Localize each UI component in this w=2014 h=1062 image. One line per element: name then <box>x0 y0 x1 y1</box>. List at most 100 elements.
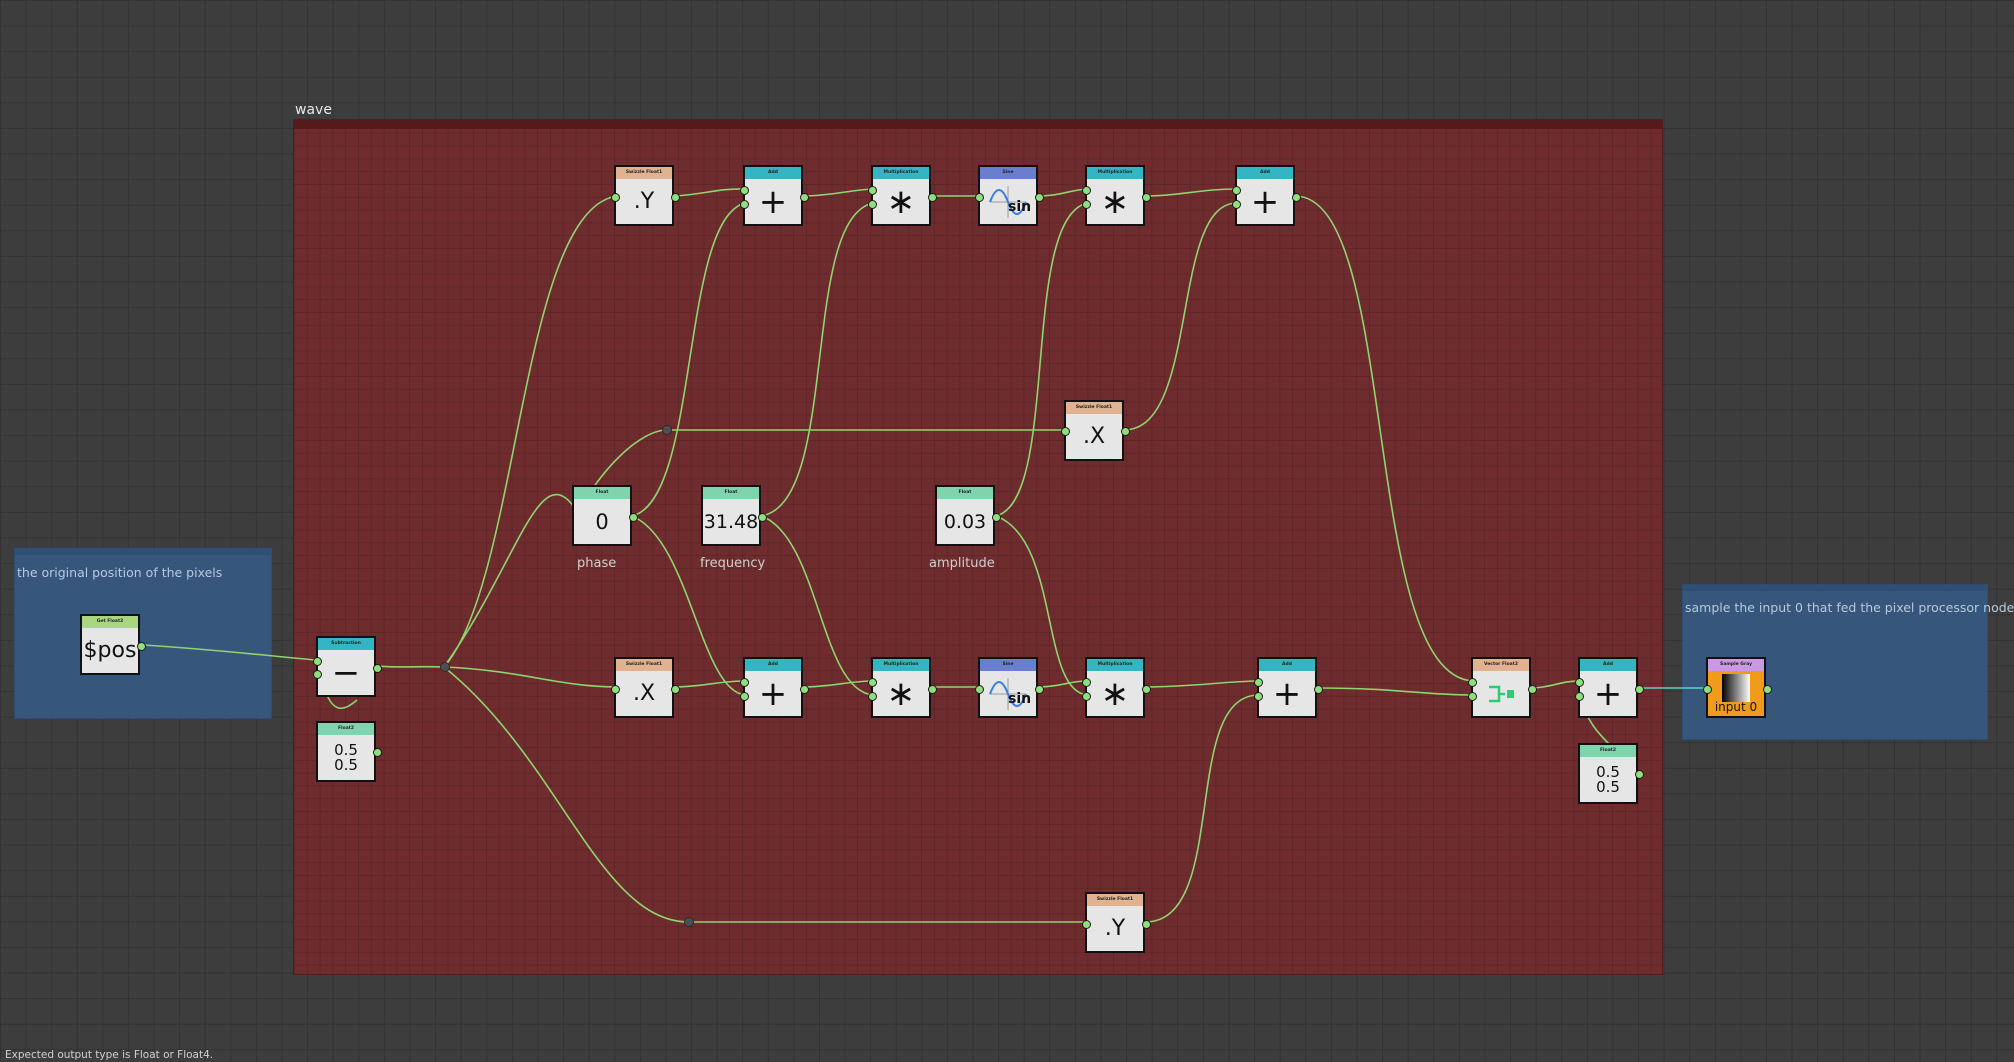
multiply-symbol: ∗ <box>886 181 916 222</box>
output-port[interactable] <box>928 193 937 202</box>
amplitude-label: amplitude <box>929 556 995 571</box>
add-node[interactable]: Add + <box>1575 657 1644 718</box>
frequency-label: frequency <box>700 556 766 571</box>
swizzle-x-node[interactable]: Swizzle Float1 .X <box>1061 400 1130 461</box>
input-port[interactable] <box>1082 678 1091 687</box>
wire <box>802 680 874 688</box>
output-port[interactable] <box>1635 770 1644 779</box>
phase-float-node[interactable]: Float 0 <box>572 485 638 546</box>
frame-title[interactable]: wave <box>295 102 332 118</box>
swizzle-y-node[interactable]: Swizzle Float1 .Y <box>611 165 680 226</box>
output-port[interactable] <box>1763 685 1772 694</box>
output-port[interactable] <box>1142 920 1151 929</box>
add-node[interactable]: Add + <box>1232 165 1301 226</box>
output-port[interactable] <box>137 642 146 651</box>
comment-original-position[interactable]: the original position of the pixels <box>14 548 272 719</box>
reroute-dot[interactable] <box>684 917 694 927</box>
multiplication-node[interactable]: Multiplication ∗ <box>1082 657 1151 718</box>
sine-wave-icon <box>989 677 1027 710</box>
input-port[interactable] <box>1703 685 1712 694</box>
output-port[interactable] <box>1635 685 1644 694</box>
multiplication-node[interactable]: Multiplication ∗ <box>868 657 937 718</box>
input-port[interactable] <box>1468 692 1477 701</box>
output-port[interactable] <box>373 748 382 757</box>
input-port[interactable] <box>1575 692 1584 701</box>
comment-text: the original position of the pixels <box>17 565 223 580</box>
input-port[interactable] <box>1061 427 1070 436</box>
wire <box>443 666 618 688</box>
output-port[interactable] <box>1528 685 1537 694</box>
output-port[interactable] <box>1035 193 1044 202</box>
input-port[interactable] <box>611 685 620 694</box>
input-port[interactable] <box>868 678 877 687</box>
input-port[interactable] <box>313 670 322 679</box>
input-port[interactable] <box>740 678 749 687</box>
input-port[interactable] <box>1254 692 1263 701</box>
sine-wave-icon <box>989 185 1027 218</box>
wire <box>995 515 1088 696</box>
frequency-float-node[interactable]: Float 31.48 <box>701 485 767 546</box>
input-port[interactable] <box>975 685 984 694</box>
input-port[interactable] <box>740 200 749 209</box>
output-port[interactable] <box>1142 193 1151 202</box>
input-port[interactable] <box>868 692 877 701</box>
vector-float2-node[interactable]: Vector Float2 <box>1468 657 1537 718</box>
add-node[interactable]: Add + <box>740 165 809 226</box>
plus-symbol: + <box>1593 673 1623 714</box>
output-port[interactable] <box>1142 685 1151 694</box>
swizzle-y-node[interactable]: Swizzle Float1 .Y <box>1082 892 1151 953</box>
plus-symbol: + <box>1250 181 1280 222</box>
minus-symbol: − <box>331 652 361 693</box>
add-node[interactable]: Add + <box>740 657 809 718</box>
input-port[interactable] <box>740 692 749 701</box>
output-port[interactable] <box>1121 427 1130 436</box>
output-port[interactable] <box>1314 685 1323 694</box>
get-pos-node[interactable]: Get Float2 $pos <box>80 614 146 675</box>
amplitude-float-node[interactable]: Float 0.03 <box>935 485 1001 546</box>
multiplication-node[interactable]: Multiplication ∗ <box>868 165 937 226</box>
output-port[interactable] <box>373 664 382 673</box>
input-port[interactable] <box>1232 186 1241 195</box>
wire <box>673 680 746 688</box>
add-node[interactable]: Add + <box>1254 657 1323 718</box>
wire <box>631 202 746 517</box>
sine-node[interactable]: Sine sin <box>975 657 1044 718</box>
output-port[interactable] <box>928 685 937 694</box>
output-port[interactable] <box>800 193 809 202</box>
output-port[interactable] <box>671 685 680 694</box>
input-port[interactable] <box>1575 678 1584 687</box>
input-port[interactable] <box>611 193 620 202</box>
input-port[interactable] <box>1082 186 1091 195</box>
input-port[interactable] <box>313 657 322 666</box>
frame-bar[interactable] <box>294 120 1662 129</box>
wave-frame[interactable] <box>293 119 1663 975</box>
output-port[interactable] <box>800 685 809 694</box>
subtraction-node[interactable]: Subtraction − <box>313 636 382 697</box>
wire <box>673 188 746 197</box>
output-port[interactable] <box>992 513 1001 522</box>
input-port[interactable] <box>740 186 749 195</box>
input-port[interactable] <box>1254 678 1263 687</box>
input-port[interactable] <box>1082 692 1091 701</box>
input-port[interactable] <box>1082 200 1091 209</box>
sample-gray-node[interactable]: Sample Gray input 0 <box>1703 657 1772 718</box>
output-port[interactable] <box>1292 193 1301 202</box>
input-port[interactable] <box>868 186 877 195</box>
input-port[interactable] <box>1468 678 1477 687</box>
input-port[interactable] <box>1082 920 1091 929</box>
sine-node[interactable]: Sine sin <box>975 165 1044 226</box>
multiplication-node[interactable]: Multiplication ∗ <box>1082 165 1151 226</box>
swizzle-x-node[interactable]: Swizzle Float1 .X <box>611 657 680 718</box>
reroute-dot[interactable] <box>440 662 450 672</box>
input-port[interactable] <box>1232 200 1241 209</box>
reroute-dot[interactable] <box>662 425 672 435</box>
output-port[interactable] <box>629 513 638 522</box>
output-port[interactable] <box>671 193 680 202</box>
input-port[interactable] <box>975 193 984 202</box>
output-port[interactable] <box>758 513 767 522</box>
multiply-symbol: ∗ <box>886 673 916 714</box>
output-port[interactable] <box>1035 685 1044 694</box>
input-port[interactable] <box>868 200 877 209</box>
